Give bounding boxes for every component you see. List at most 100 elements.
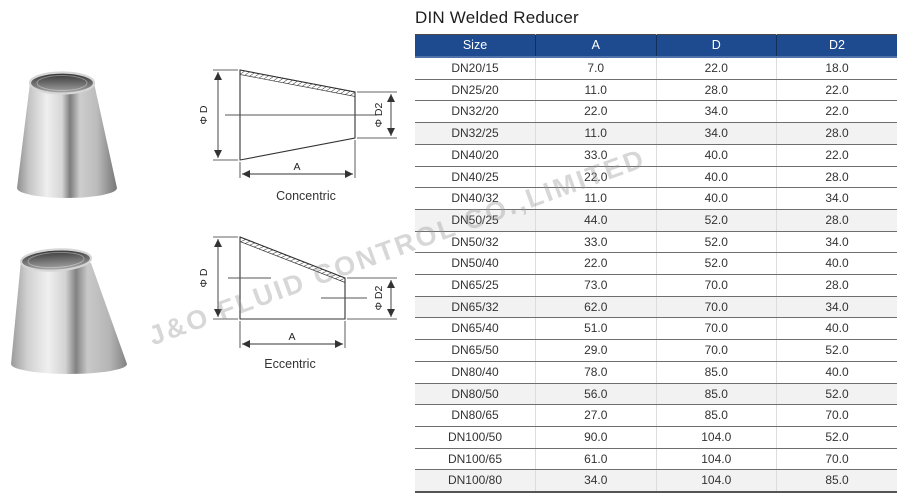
table-cell: 40.0	[776, 317, 897, 341]
table-cell: DN50/32	[415, 231, 536, 254]
table-cell: 44.0	[535, 209, 656, 232]
table-cell: DN40/32	[415, 187, 536, 210]
dim-label-a: A	[293, 161, 300, 173]
table-cell: 85.0	[655, 361, 777, 384]
table-cell: 22.0	[535, 166, 656, 189]
table-cell: 33.0	[535, 144, 656, 167]
column-header-d2: D2	[776, 34, 897, 58]
table-cell: 27.0	[535, 404, 656, 427]
table-cell: 40.0	[655, 144, 777, 167]
table-cell: 104.0	[655, 469, 777, 493]
table-cell: 70.0	[776, 404, 897, 427]
table-cell: DN100/80	[415, 469, 536, 493]
dim-label-d2: Φ D2	[373, 285, 385, 310]
eccentric-reducer-photo	[11, 248, 127, 374]
table-cell: 104.0	[655, 448, 777, 471]
table-cell: 34.0	[535, 469, 656, 493]
dim-label-d: Φ D	[198, 268, 210, 287]
table-cell: DN40/20	[415, 144, 536, 167]
table-cell: 29.0	[535, 339, 656, 362]
table-cell: 52.0	[776, 339, 897, 362]
reducer-body	[17, 83, 117, 198]
table-cell: 18.0	[776, 57, 897, 80]
table-cell: DN40/25	[415, 166, 536, 189]
table-cell: DN65/40	[415, 317, 536, 341]
table-cell: 34.0	[655, 100, 777, 124]
table-cell: 34.0	[776, 296, 897, 319]
concentric-drawing: Φ D Φ D2 A	[198, 69, 397, 179]
table-cell: 73.0	[535, 274, 656, 297]
table-cell: 52.0	[655, 252, 777, 276]
table-cell: 40.0	[776, 361, 897, 384]
table-cell: 52.0	[655, 209, 777, 232]
column-header-size: Size	[415, 34, 536, 58]
table-cell: DN32/25	[415, 122, 536, 145]
table-cell: 7.0	[535, 57, 656, 80]
table-cell: DN65/32	[415, 296, 536, 319]
table-cell: DN65/50	[415, 339, 536, 362]
table-cell: 104.0	[655, 426, 777, 449]
table-cell: 70.0	[655, 296, 777, 319]
table-cell: 22.0	[535, 100, 656, 124]
table-cell: 61.0	[535, 448, 656, 471]
table-cell: 28.0	[776, 274, 897, 297]
dim-label-d2: Φ D2	[373, 102, 385, 127]
reducer-opening	[28, 71, 96, 95]
table-cell: 33.0	[535, 231, 656, 254]
table-cell: 70.0	[776, 448, 897, 471]
table-cell: 52.0	[776, 426, 897, 449]
table-cell: 34.0	[655, 122, 777, 145]
table-cell: DN50/40	[415, 252, 536, 276]
table-cell: 28.0	[776, 209, 897, 232]
table-cell: 28.0	[776, 166, 897, 189]
table-cell: DN65/25	[415, 274, 536, 297]
table-cell: DN80/65	[415, 404, 536, 427]
table-cell: 78.0	[535, 361, 656, 384]
table-cell: 34.0	[776, 231, 897, 254]
reducer-body	[11, 260, 127, 374]
dim-label-a: A	[288, 331, 295, 343]
table-cell: 34.0	[776, 187, 897, 210]
table-cell: 40.0	[655, 187, 777, 210]
table-cell: 51.0	[535, 317, 656, 341]
dim-label-d: Φ D	[198, 105, 210, 124]
table-cell: 56.0	[535, 383, 656, 406]
table-cell: DN20/15	[415, 57, 536, 80]
table-cell: 11.0	[535, 187, 656, 210]
table-cell: DN50/25	[415, 209, 536, 232]
table-cell: 28.0	[655, 79, 777, 102]
page-title: DIN Welded Reducer	[415, 8, 579, 27]
table-cell: 11.0	[535, 122, 656, 145]
table-cell: 85.0	[776, 469, 897, 493]
table-cell: 70.0	[655, 317, 777, 341]
table-cell: 22.0	[535, 252, 656, 276]
table-cell: 52.0	[776, 383, 897, 406]
table-cell: DN100/50	[415, 426, 536, 449]
table-cell: 22.0	[776, 144, 897, 167]
concentric-caption: Concentric	[276, 189, 336, 203]
table-cell: 70.0	[655, 339, 777, 362]
table-cell: DN80/50	[415, 383, 536, 406]
